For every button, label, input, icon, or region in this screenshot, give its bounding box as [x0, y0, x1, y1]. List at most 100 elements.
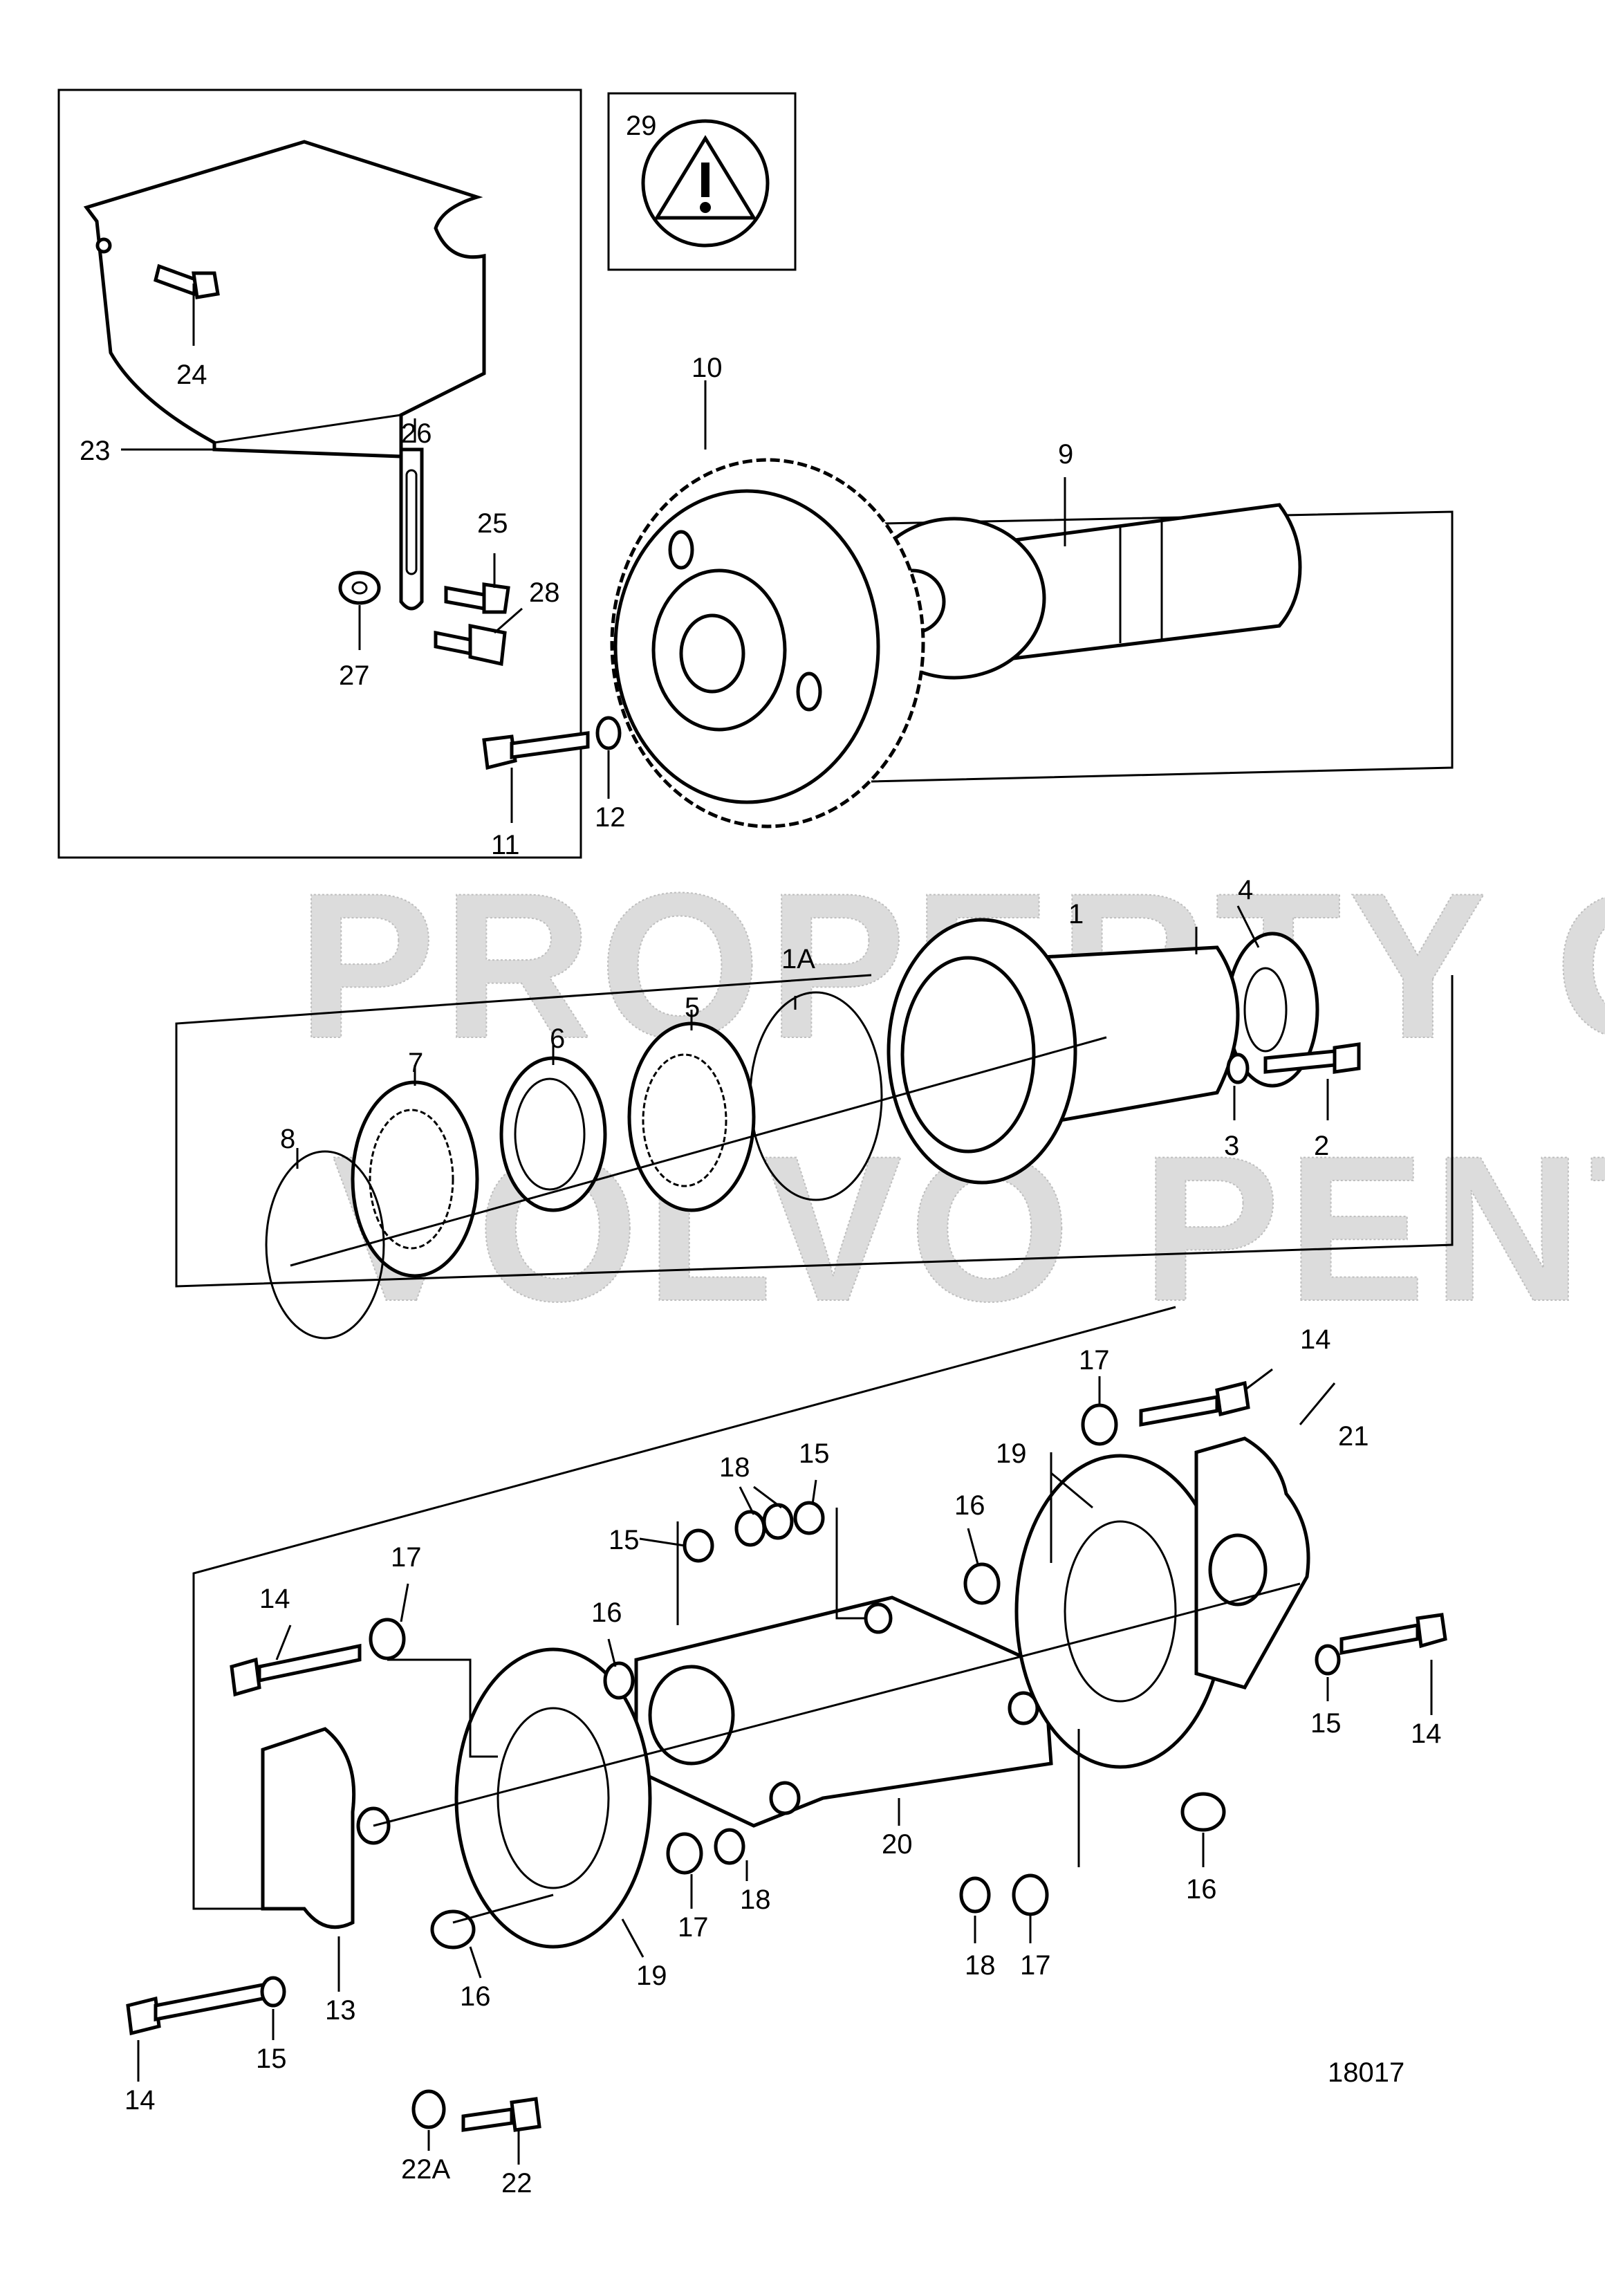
cover-hole — [95, 237, 112, 254]
rubber-plate-19-left — [454, 1647, 652, 1949]
roller-bearing-7 — [351, 1080, 479, 1278]
label-5: 5 — [685, 992, 700, 1023]
cover-edge — [214, 414, 402, 453]
label-15-d: 15 — [256, 2044, 287, 2074]
sleeve-17-a — [369, 1618, 406, 1660]
washer-22A — [411, 2089, 446, 2129]
label-17-b: 17 — [1079, 1345, 1110, 1376]
inset-cover-detail: 24 23 26 25 28 27 — [57, 89, 582, 859]
nut-18-a — [734, 1510, 766, 1547]
label-17-a: 17 — [391, 1542, 422, 1573]
washer-16-b — [603, 1661, 635, 1700]
label-14-c: 14 — [1411, 1719, 1442, 1749]
label-1A: 1A — [781, 944, 815, 974]
snap-ring-8 — [265, 1150, 385, 1340]
inset-frame — [57, 89, 582, 859]
label-27: 27 — [339, 660, 370, 691]
label-29: 29 — [626, 111, 657, 141]
label-15-a: 15 — [609, 1525, 640, 1555]
nut-18-b — [762, 1503, 794, 1540]
mount-bracket-20 — [634, 1595, 1053, 1828]
plane-upper — [781, 510, 1454, 783]
bolt-14-upper-right — [1139, 1380, 1250, 1427]
plane-middle — [175, 974, 1454, 1288]
diagram-reference-number: 18017 — [1328, 2057, 1404, 2088]
label-12: 12 — [595, 802, 626, 833]
washer-12 — [595, 716, 622, 750]
housing-bore — [900, 956, 1036, 1154]
sleeve-17-c — [666, 1832, 703, 1875]
label-8: 8 — [280, 1124, 295, 1154]
sleeve-17-b — [1081, 1403, 1118, 1446]
bolt-22 — [461, 2097, 541, 2132]
label-16-c: 16 — [1186, 1874, 1217, 1905]
label-16-b: 16 — [954, 1490, 985, 1521]
sleeve-17-d — [1012, 1873, 1049, 1916]
label-16-a: 16 — [591, 1598, 622, 1628]
bracket-26 — [399, 447, 424, 611]
camshaft — [966, 503, 1302, 666]
washer-27 — [338, 571, 381, 605]
washer-16-c — [963, 1562, 1001, 1605]
label-14-d: 14 — [124, 2085, 156, 2116]
label-14-b: 14 — [1300, 1324, 1331, 1355]
washer-15-a — [260, 1976, 286, 2008]
bearing-housing-assembly: 1 4 1A 5 6 7 8 3 2 — [175, 875, 1454, 1340]
bolt-14-bottom-left — [126, 1982, 265, 2036]
label-28: 28 — [529, 577, 560, 608]
washer-16-a — [430, 1909, 476, 1950]
bolt-14-right — [1339, 1613, 1447, 1655]
label-6: 6 — [550, 1024, 565, 1054]
label-9: 9 — [1058, 439, 1073, 470]
label-19-b: 19 — [636, 1961, 667, 1991]
washer-16-d — [1180, 1792, 1226, 1832]
spacer-sleeve-6 — [499, 1056, 607, 1212]
nut-18-c — [714, 1828, 745, 1865]
engine-mount-assembly: 14 17 16 15 18 15 16 19 17 14 21 14 15 1… — [124, 1306, 1447, 2198]
label-10: 10 — [692, 353, 723, 383]
label-23: 23 — [80, 436, 111, 466]
bolt-14-left-top — [230, 1643, 362, 1697]
label-24: 24 — [176, 360, 207, 390]
bolt-28 — [434, 623, 507, 667]
bolt-2 — [1263, 1042, 1361, 1074]
label-15-c: 15 — [1310, 1708, 1342, 1739]
washer-15-c — [793, 1501, 825, 1535]
roller-bearing-5 — [627, 1021, 756, 1212]
label-1: 1 — [1068, 899, 1084, 929]
label-4: 4 — [1238, 875, 1253, 905]
washer-15-d — [1315, 1644, 1341, 1676]
bracket-slot — [405, 469, 418, 575]
bolt-11 — [482, 731, 590, 770]
label-16-d: 16 — [460, 1981, 491, 2012]
nut-18-d — [959, 1876, 991, 1914]
gear-shaft-assembly: 10 9 11 12 — [482, 353, 1454, 860]
label-21: 21 — [1338, 1421, 1369, 1452]
label-17-c: 17 — [1020, 1950, 1051, 1981]
bracket-13 — [261, 1727, 356, 1929]
label-3: 3 — [1224, 1131, 1239, 1161]
label-25: 25 — [477, 508, 508, 539]
label-14-a: 14 — [259, 1584, 290, 1614]
label-2: 2 — [1314, 1131, 1329, 1161]
plane-lower — [192, 1306, 1176, 1910]
warning-frame — [607, 92, 797, 271]
label-22A: 22A — [401, 2154, 450, 2185]
label-15-b: 15 — [799, 1438, 830, 1469]
label-18-b: 18 — [965, 1950, 996, 1981]
cover-plate — [83, 140, 486, 459]
label-18-a: 18 — [719, 1452, 750, 1483]
label-18-c: 18 — [740, 1885, 771, 1915]
washer-3 — [1226, 1053, 1250, 1084]
label-17-d: 17 — [678, 1912, 709, 1943]
warning-box: 29 — [607, 92, 797, 271]
label-22: 22 — [501, 2168, 532, 2198]
label-20: 20 — [882, 1829, 913, 1860]
label-7: 7 — [408, 1048, 423, 1078]
bracket-bore — [648, 1665, 735, 1766]
label-11: 11 — [491, 830, 520, 860]
bolt-25 — [444, 582, 510, 614]
gear-bore — [679, 613, 745, 694]
washer-15-b — [683, 1528, 714, 1563]
